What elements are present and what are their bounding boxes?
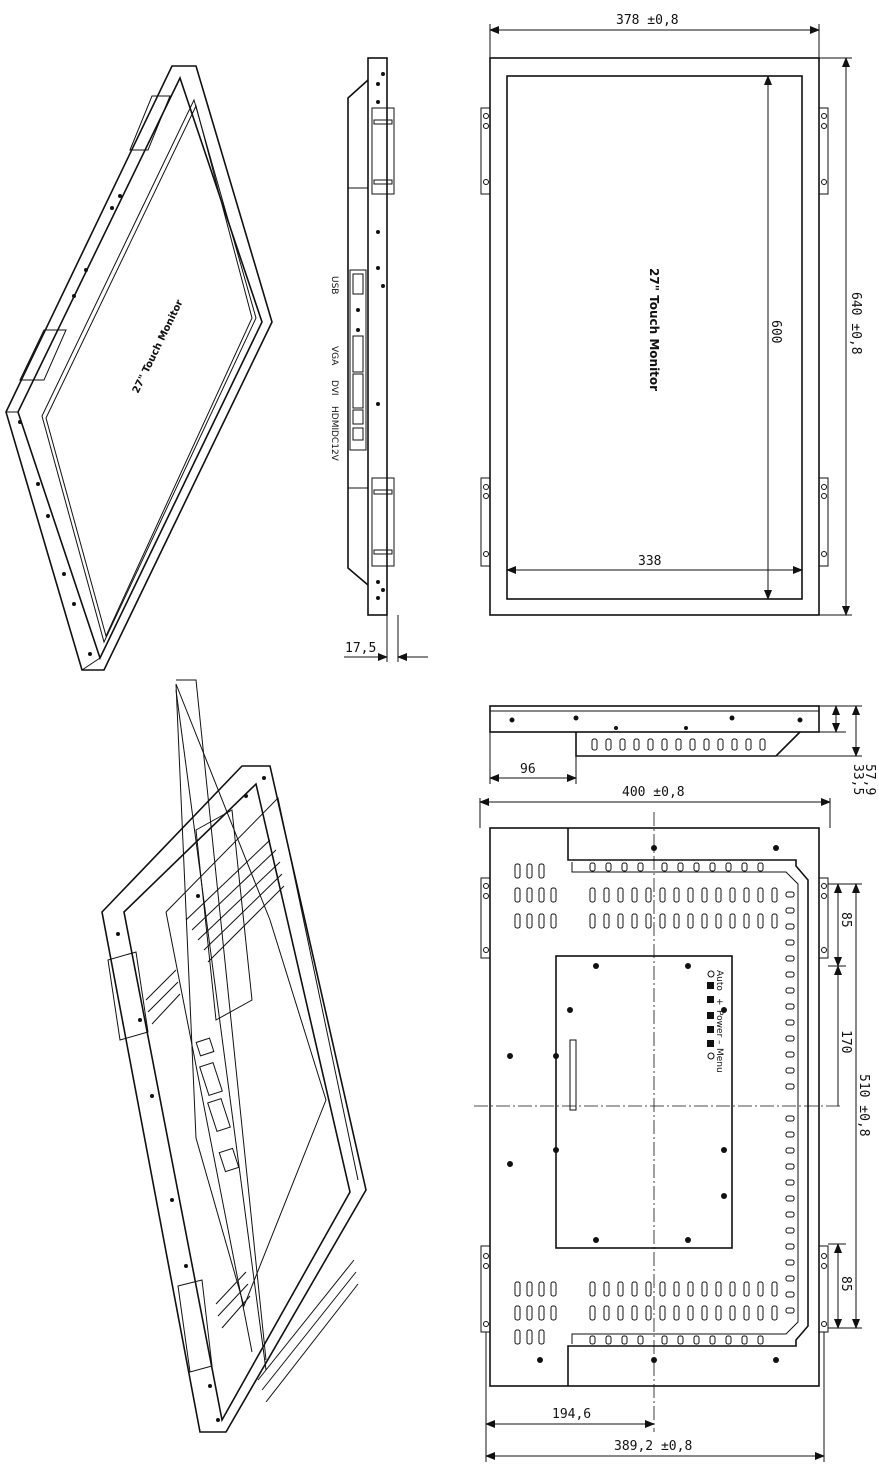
- front-view: 378 ±0,8 640 ±0,8 600 338 27" Touch Moni…: [480, 13, 863, 616]
- rear-height-label: 510 ±0,8: [856, 1074, 871, 1137]
- port-label-vga: VGA: [329, 346, 339, 366]
- rear-spacing-bottom-label: 85: [838, 1276, 853, 1292]
- top-outline: [489, 705, 820, 733]
- front-product-label: 27" Touch Monitor: [647, 268, 661, 391]
- rear-mount-tabs: [480, 877, 829, 1333]
- front-height-label: 640 ±0,8: [848, 292, 863, 355]
- rear-center-offset-label: 194,6: [552, 1407, 591, 1422]
- dc-port: [352, 427, 364, 441]
- top-offset-label: 96: [520, 762, 536, 777]
- iso-rear-outline: [101, 765, 367, 1433]
- top-vent-slots: [591, 738, 766, 751]
- front-inner-width-label: 338: [638, 554, 661, 569]
- rear-vents-bottom: [514, 1281, 778, 1345]
- button-label-plus: +: [714, 998, 724, 1006]
- rear-view: 400 ±0,8: [474, 785, 871, 1462]
- rear-spacing-mid-label: 170: [838, 1030, 853, 1053]
- rear-overall-label: 389,2 ±0,8: [614, 1439, 692, 1454]
- button-label-menu: Menu: [714, 1048, 724, 1073]
- port-label-usb: USB: [329, 276, 339, 294]
- rear-width-label: 400 ±0,8: [622, 785, 685, 800]
- rear-center-vents-top: [589, 887, 778, 929]
- front-inner-height-label: 600: [768, 320, 783, 343]
- top-view: 96 33,5 57,9: [489, 705, 877, 795]
- front-mount-tabs: [480, 107, 829, 567]
- port-label-dvi: DVI: [329, 380, 339, 396]
- side-depth-label: 17,5: [345, 641, 376, 656]
- dvi-port: [352, 373, 364, 409]
- port-label-dc12v: DC12V: [329, 430, 339, 462]
- rear-spacing-top-label: 85: [838, 912, 853, 928]
- port-label-hdmi: HDMI: [329, 406, 339, 430]
- top-depth-total-label: 57,9: [862, 764, 877, 795]
- button-label-minus: –: [714, 1040, 724, 1045]
- osd-buttons: Auto + Power – Menu: [707, 970, 724, 1073]
- side-view: USB VGA DVI HDMI DC12V 17,5: [329, 57, 428, 662]
- rear-right-vents: [785, 891, 795, 1314]
- button-label-power: Power: [714, 1010, 724, 1038]
- usb-port: [352, 273, 364, 295]
- front-screen-area: [506, 75, 803, 600]
- side-outline: [367, 57, 388, 616]
- button-label-auto: Auto: [714, 970, 724, 991]
- iso-rear-view: [101, 679, 367, 1433]
- port-panel: [349, 269, 367, 451]
- rear-outline: [489, 827, 820, 1387]
- iso-product-label: 27" Touch Monitor: [131, 298, 186, 395]
- top-depth-body-label: 33,5: [850, 764, 865, 795]
- rear-edge-vents-top: [589, 862, 764, 1345]
- iso-front-view: 27" Touch Monitor: [5, 65, 273, 671]
- front-bezel-outline: [489, 57, 820, 616]
- hdmi-port: [352, 409, 364, 425]
- front-width-label: 378 ±0,8: [616, 13, 679, 28]
- vga-port: [352, 335, 364, 373]
- vesa-plate: [555, 955, 733, 1249]
- rear-left-vents-top: [514, 863, 557, 929]
